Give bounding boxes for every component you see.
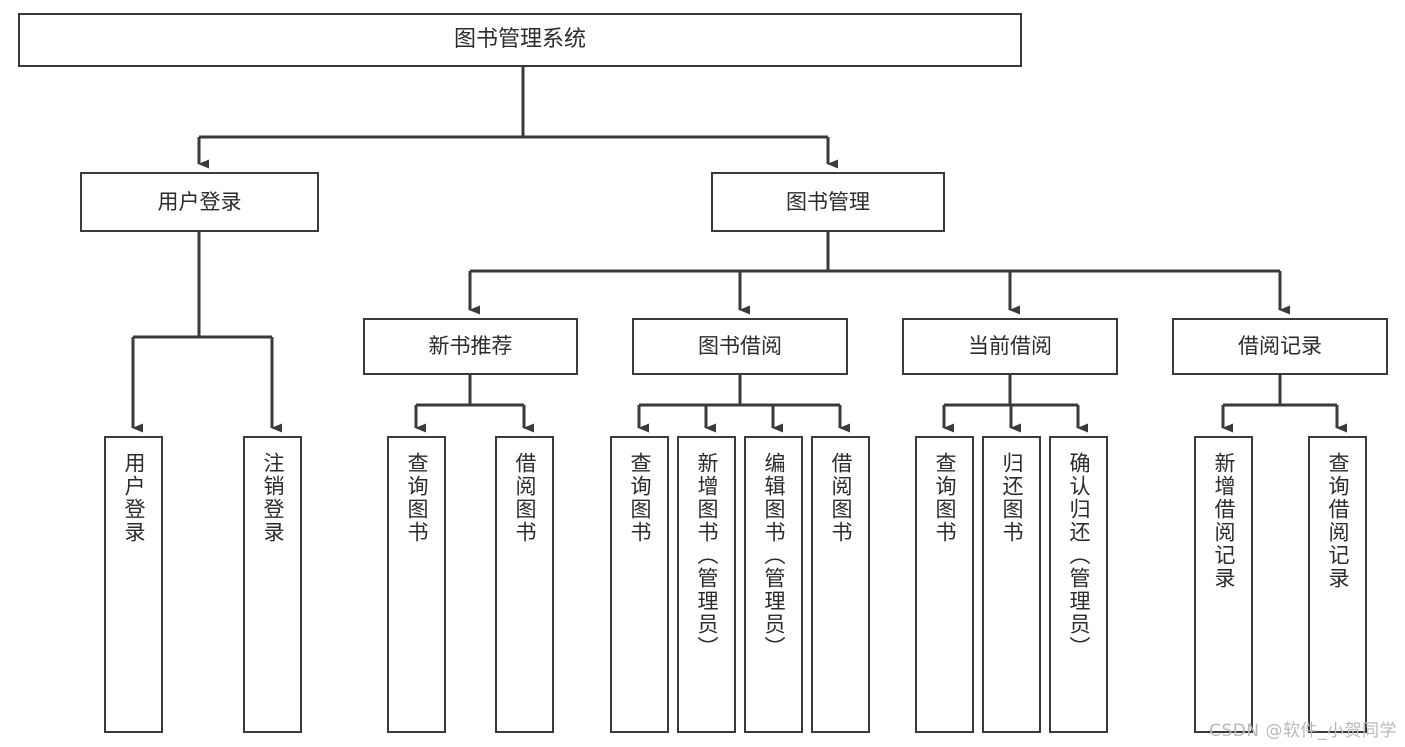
- node-leaf-confirm-return-label: 确认归还（管理员）: [1067, 452, 1091, 659]
- node-new-book-recommend[interactable]: 新书推荐: [363, 318, 578, 375]
- node-leaf-query-record-label: 查询借阅记录: [1326, 452, 1350, 590]
- node-current-borrow[interactable]: 当前借阅: [902, 318, 1118, 375]
- node-book-borrow-label: 图书借阅: [698, 334, 782, 359]
- node-user-login-label: 用户登录: [157, 189, 242, 214]
- node-book-manage-label: 图书管理: [786, 189, 870, 214]
- node-leaf-borrow-book-2-label: 借阅图书: [829, 452, 853, 544]
- node-root-label: 图书管理系统: [453, 27, 586, 53]
- node-leaf-add-record[interactable]: 新增借阅记录: [1194, 436, 1253, 733]
- node-leaf-query-book-2-label: 查询图书: [628, 452, 652, 544]
- node-leaf-query-record[interactable]: 查询借阅记录: [1308, 436, 1367, 733]
- node-leaf-confirm-return[interactable]: 确认归还（管理员）: [1049, 436, 1108, 733]
- node-leaf-logout-label: 注销登录: [261, 452, 285, 544]
- node-leaf-user-login-label: 用户登录: [122, 452, 146, 544]
- node-borrow-record[interactable]: 借阅记录: [1172, 318, 1388, 375]
- node-book-borrow[interactable]: 图书借阅: [632, 318, 848, 375]
- node-user-login[interactable]: 用户登录: [80, 172, 319, 232]
- node-leaf-add-record-label: 新增借阅记录: [1212, 452, 1236, 590]
- node-leaf-borrow-book-1[interactable]: 借阅图书: [495, 436, 554, 733]
- node-book-manage[interactable]: 图书管理: [711, 172, 945, 232]
- node-leaf-logout[interactable]: 注销登录: [243, 436, 302, 733]
- node-borrow-record-label: 借阅记录: [1238, 334, 1322, 359]
- node-leaf-return-book[interactable]: 归还图书: [982, 436, 1041, 733]
- node-leaf-query-book-1[interactable]: 查询图书: [387, 436, 446, 733]
- node-new-book-recommend-label: 新书推荐: [428, 334, 513, 359]
- node-leaf-edit-book[interactable]: 编辑图书（管理员）: [744, 436, 803, 733]
- node-root[interactable]: 图书管理系统: [18, 13, 1022, 67]
- node-leaf-edit-book-label: 编辑图书（管理员）: [762, 452, 786, 659]
- node-leaf-borrow-book-2[interactable]: 借阅图书: [811, 436, 870, 733]
- node-leaf-query-book-3[interactable]: 查询图书: [915, 436, 974, 733]
- node-leaf-user-login[interactable]: 用户登录: [104, 436, 163, 733]
- node-leaf-return-book-label: 归还图书: [1000, 452, 1024, 544]
- node-current-borrow-label: 当前借阅: [968, 334, 1052, 359]
- node-leaf-query-book-1-label: 查询图书: [405, 452, 429, 544]
- node-leaf-query-book-3-label: 查询图书: [933, 452, 957, 544]
- node-leaf-add-book[interactable]: 新增图书（管理员）: [677, 436, 736, 733]
- node-leaf-add-book-label: 新增图书（管理员）: [695, 452, 719, 659]
- node-leaf-borrow-book-1-label: 借阅图书: [513, 452, 537, 544]
- node-leaf-query-book-2[interactable]: 查询图书: [610, 436, 669, 733]
